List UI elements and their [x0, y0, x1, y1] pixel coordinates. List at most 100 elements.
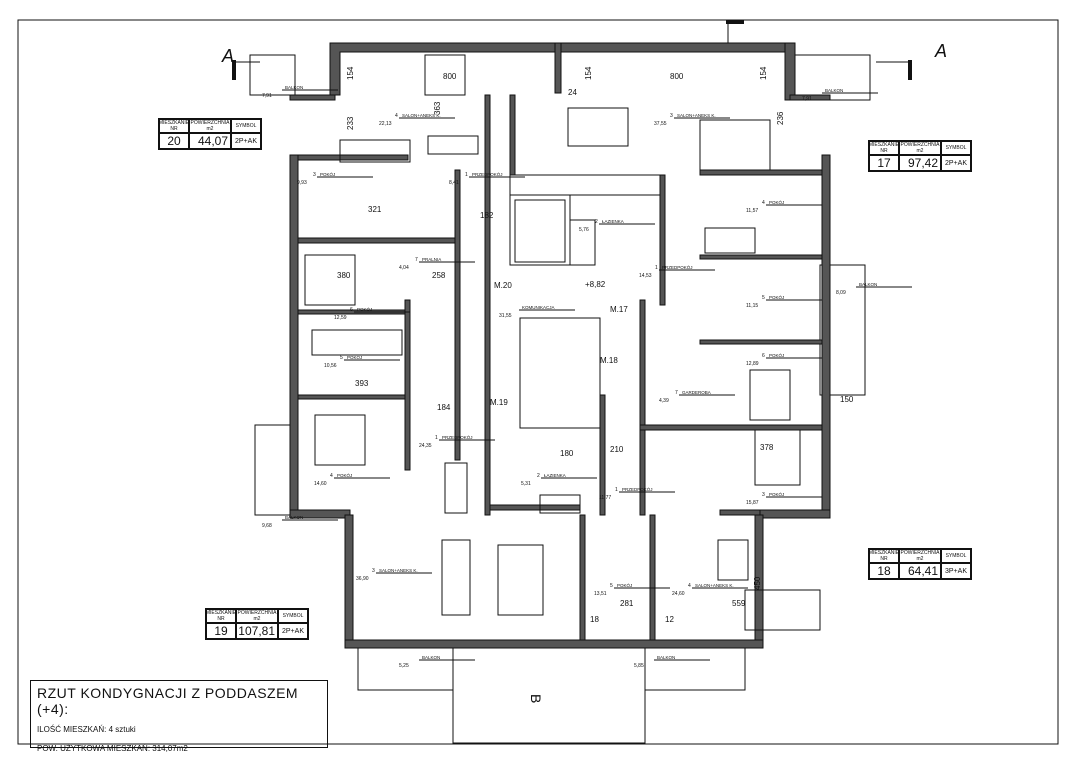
dimension-label: 150 [840, 395, 854, 404]
room-name: GARDEROBA [682, 390, 711, 395]
apartment-area: 44,07 [189, 133, 231, 149]
room-number: 3 [762, 492, 765, 498]
room-area: 7,91 [802, 96, 812, 102]
room-number: 1 [465, 172, 468, 178]
room-area: 5,31 [521, 481, 531, 487]
room-number: 4 [395, 113, 398, 119]
kitchen-island [427, 135, 479, 155]
room-area: 15,87 [746, 500, 759, 506]
sofa [339, 139, 411, 163]
room-area: 11,15 [746, 303, 758, 309]
room-area: 13,51 [594, 591, 607, 597]
dimension-label: 210 [610, 445, 624, 454]
dimension-label: 18 [590, 615, 599, 624]
bathtub [539, 494, 581, 514]
sofa [699, 119, 771, 171]
room-number: 2 [595, 219, 598, 225]
room-area: 4,39 [659, 398, 669, 404]
dimension-label: 180 [560, 449, 574, 458]
legend-title: RZUT KONDYGNACJI Z PODDASZEM (+4): [37, 685, 299, 717]
dimension-label: 378 [760, 443, 774, 452]
room-name: PRZEDPOKÓJ [622, 486, 653, 492]
dimension-label: 258 [432, 271, 446, 280]
legend-box: RZUT KONDYGNACJI Z PODDASZEM (+4): ILOŚĆ… [30, 680, 328, 753]
room-area: 14,60 [314, 481, 327, 487]
room-name: POKÓJ [769, 491, 784, 497]
room-name: PRZEDPOKÓJ [472, 171, 503, 177]
marker-label: M.18 [600, 356, 618, 365]
room-number: 7 [675, 390, 678, 396]
dining-table [717, 539, 749, 581]
room-area: 24,60 [672, 591, 685, 597]
bathtub [311, 329, 403, 356]
room-name: SALON+ANEKS K. [695, 583, 734, 588]
dimension-label: 154 [346, 66, 355, 80]
room-name: KOMUNIKACJA [522, 305, 555, 310]
room-number: 3 [670, 113, 673, 119]
apartment-area: 97,42 [899, 155, 941, 171]
furniture [304, 54, 821, 631]
room-name: BALKON [422, 655, 440, 660]
room-number: 1 [655, 265, 658, 271]
room-name: PRALNIA [422, 257, 441, 262]
dimension-label: 393 [355, 379, 369, 388]
room-name: ŁAZIENKA [544, 473, 566, 478]
room-name: POKÓJ [357, 306, 372, 312]
room-area: 14,53 [639, 273, 652, 279]
room-name: SALON+ANEKS K. [379, 568, 418, 573]
dimension-label: 182 [480, 211, 494, 220]
apartment-nr: 17 [869, 155, 899, 171]
room-number: 6 [762, 353, 765, 359]
legend-total-area: POW. UŻYTKOWA MIESZKAŃ: 314,07m2 [37, 744, 188, 753]
room-name: PRZEDPOKÓJ [662, 264, 693, 270]
apartment-symbol: 2P+AK [278, 623, 308, 639]
room-number: 4 [330, 473, 333, 479]
dining-table [567, 107, 629, 147]
room-number: 4 [762, 200, 765, 206]
room-name: BALKON [825, 88, 843, 93]
room-name: BALKON [859, 282, 877, 287]
dimension-label: 24 [568, 88, 577, 97]
dimension-label: 184 [437, 403, 451, 412]
dining-table [441, 539, 471, 616]
room-name: BALKON [285, 85, 303, 90]
marker-label: M.20 [494, 281, 512, 290]
bed [314, 414, 366, 466]
room-area: 24,35 [419, 443, 432, 449]
interior-walls [297, 94, 823, 641]
room-number: 1 [615, 487, 618, 493]
room-number: 2 [537, 473, 540, 479]
room-name: POKÓJ [769, 199, 784, 205]
dimension-label: 154 [759, 66, 768, 80]
room-name: POKÓJ [769, 294, 784, 300]
dimension-label: 800 [670, 72, 684, 81]
bed [754, 429, 801, 486]
kitchen-island [444, 462, 468, 514]
marker-label: +8,82 [585, 280, 606, 289]
room-name: POKÓJ [347, 354, 362, 360]
room-number: 1 [435, 435, 438, 441]
legend-apartment-count: ILOŚĆ MIESZKAŃ: 4 sztuki [37, 725, 136, 734]
room-area: 9,68 [262, 523, 272, 529]
apartment-symbol: 3P+AK [941, 563, 971, 579]
marker-labels: M.20M.17M.18M.19+8,82 [490, 280, 628, 407]
bed [704, 227, 756, 254]
dimension-label: 559 [732, 599, 746, 608]
room-number: 4 [688, 583, 691, 589]
room-area: 7,91 [262, 93, 272, 99]
dimension-label: 321 [368, 205, 382, 214]
room-area: 31,55 [499, 313, 512, 319]
room-area: 10,56 [324, 363, 337, 369]
room-area: 4,04 [399, 265, 409, 271]
room-area: 5,25 [399, 663, 409, 669]
room-number: 3 [313, 172, 316, 178]
room-number: 3 [372, 568, 375, 574]
dimension-label: 450 [753, 576, 762, 590]
room-number: 7 [415, 257, 418, 263]
room-name: POKÓJ [617, 582, 632, 588]
